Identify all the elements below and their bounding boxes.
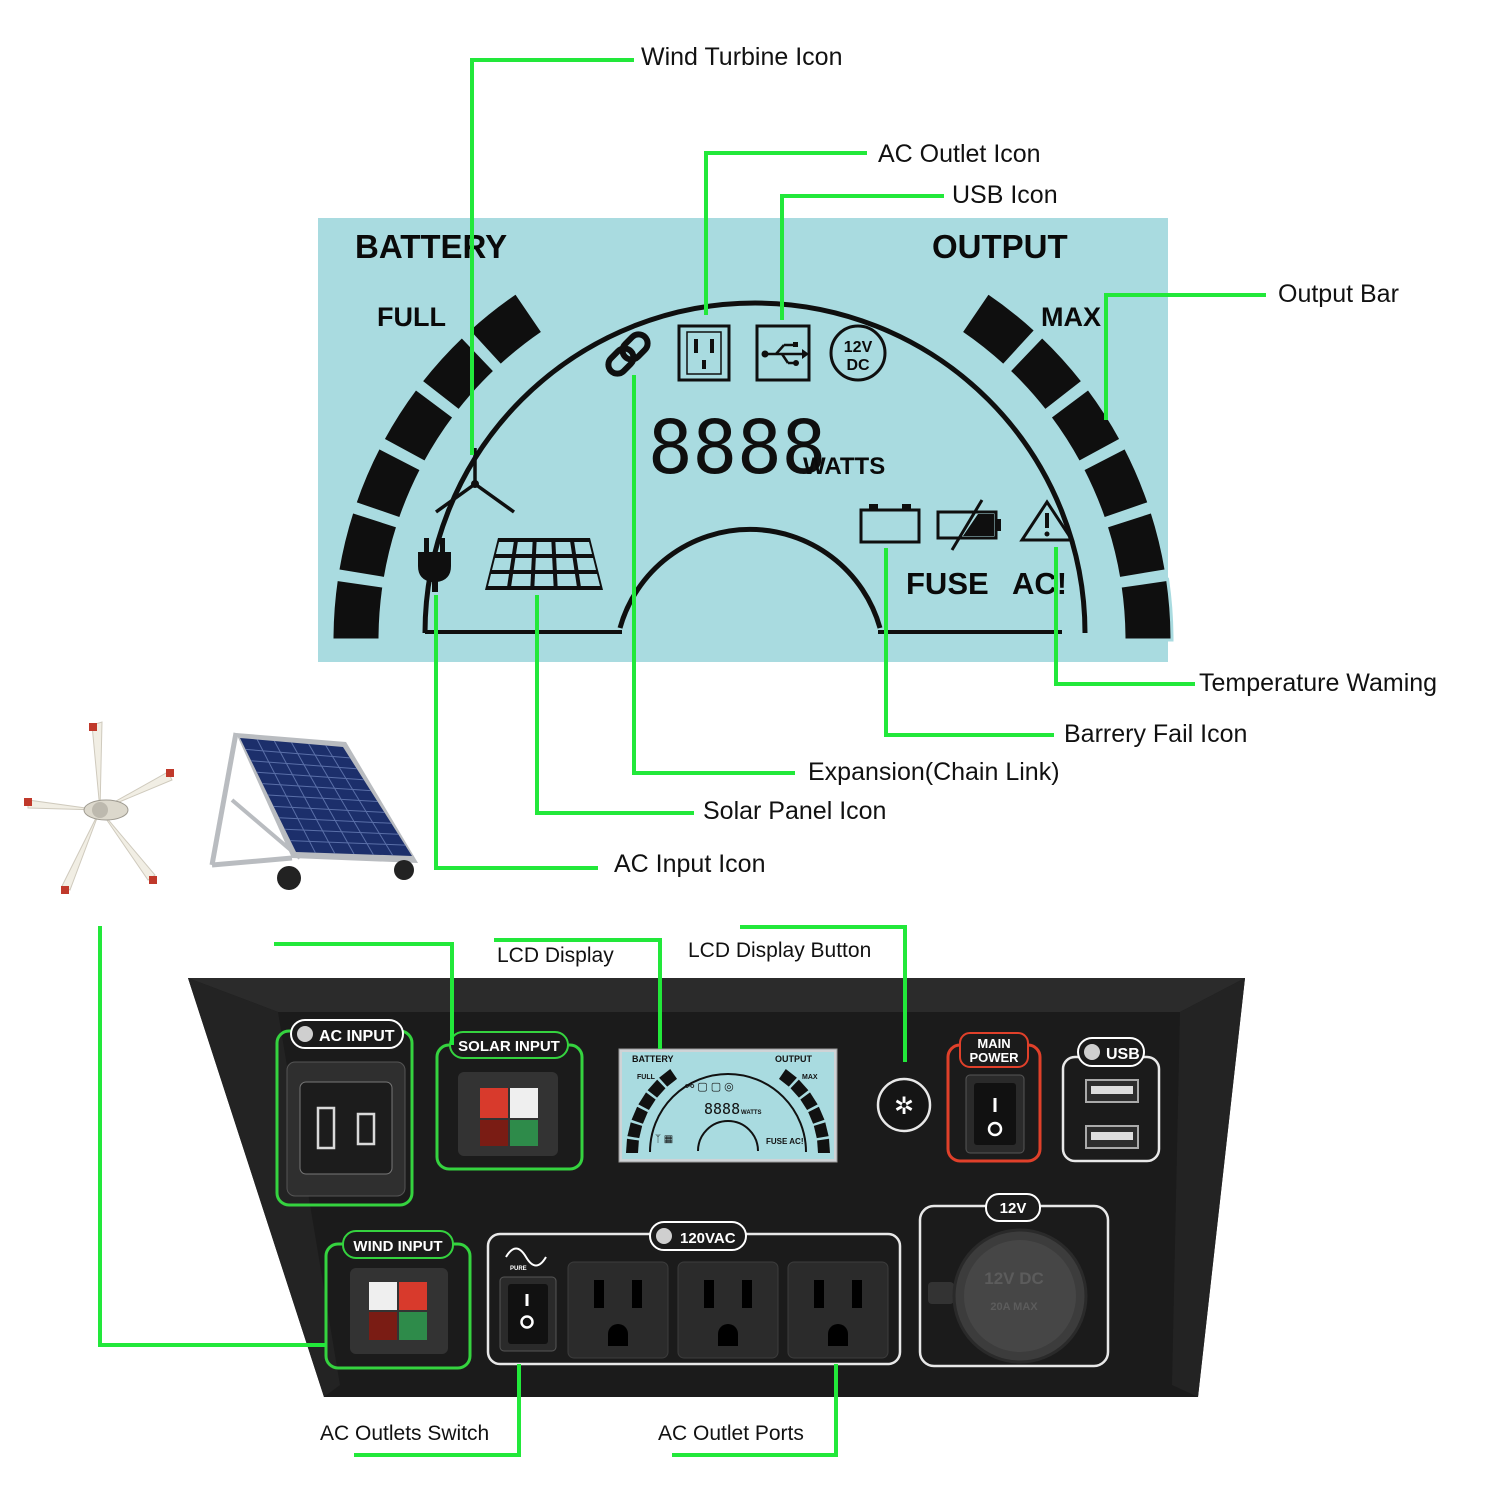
dc-output-icon: 12V DC xyxy=(829,324,887,382)
dc-cap-line2: 20A MAX xyxy=(990,1301,1038,1313)
mini-lcd-digits: 8888 xyxy=(704,1100,740,1118)
sine-wave-icon xyxy=(505,1247,547,1267)
battery-fail-icon xyxy=(859,504,921,544)
output-bar-segment xyxy=(1118,577,1174,642)
callout-ac-outlets-switch: AC Outlets Switch xyxy=(320,1422,490,1445)
lcd-output-label: OUTPUT xyxy=(932,228,1068,265)
sun-icon: ✲ xyxy=(894,1093,914,1120)
usb-label: USB xyxy=(1106,1046,1140,1063)
battery-bar-segment xyxy=(330,577,386,642)
battery-output-segments xyxy=(330,290,1174,642)
pure-label: PURE xyxy=(510,1266,527,1272)
lcd-fuse-label: FUSE xyxy=(906,566,989,601)
callout-usb-icon: USB Icon xyxy=(952,181,1058,209)
callout-lcd-display-button: LCD Display Button xyxy=(688,939,872,962)
ac-outlet-port[interactable] xyxy=(677,1261,779,1359)
ac-outlet-icon xyxy=(677,324,731,382)
callout-lcd-display: LCD Display xyxy=(497,944,614,967)
ac-input-label: AC INPUT xyxy=(319,1028,395,1045)
ac-plug-icon xyxy=(418,538,451,592)
mini-lcd-output: OUTPUT xyxy=(775,1054,813,1064)
callout-temperature-warning: Temperature Waming xyxy=(1199,669,1438,697)
output-bar-segment xyxy=(1006,334,1086,414)
wind-turbine-photo xyxy=(24,721,174,894)
lcd-max-label: MAX xyxy=(1041,302,1101,332)
output-bar-segment xyxy=(1104,509,1168,581)
mini-lcd-fuse: FUSE AC! xyxy=(766,1137,803,1146)
wind-turbine-icon xyxy=(434,448,516,514)
solar-panel-icon xyxy=(485,538,603,590)
callout-solar-panel-icon: Solar Panel Icon xyxy=(703,797,887,825)
lcd-battery-label: BATTERY xyxy=(355,228,507,265)
mini-lcd-watts: WATTS xyxy=(741,1110,762,1116)
output-bar-segment xyxy=(1080,445,1152,521)
callout-ac-outlet-icon: AC Outlet Icon xyxy=(878,140,1041,168)
output-bar-segment xyxy=(1047,386,1124,465)
dc-icon-top: 12V xyxy=(844,339,873,356)
callout-expansion-chain-link: Expansion(Chain Link) xyxy=(808,758,1060,786)
temperature-warning-icon xyxy=(1019,499,1075,542)
lcd-background xyxy=(318,218,1168,662)
battery-bar-segment xyxy=(380,386,457,465)
solar-input-label: SOLAR INPUT xyxy=(458,1038,560,1055)
callout-ac-outlet-ports: AC Outlet Ports xyxy=(658,1422,804,1445)
lcd-watts-label: WATTS xyxy=(803,453,885,480)
svg-text:ᛉ ▦: ᛉ ▦ xyxy=(655,1134,673,1145)
lcd-watts-digits: 8888 xyxy=(648,405,826,491)
callout-lines xyxy=(98,58,1266,1457)
chain-link-icon xyxy=(605,331,651,377)
battery-bar-segment xyxy=(352,445,424,521)
lcd-inner-arc xyxy=(617,526,883,629)
solar-panel-photo xyxy=(209,732,418,890)
callout-output-bar: Output Bar xyxy=(1278,280,1399,308)
svg-text:⚯ ▢ ▢ ◎: ⚯ ▢ ▢ ◎ xyxy=(685,1081,734,1093)
main-power-label-bottom: POWER xyxy=(969,1050,1019,1065)
callout-wind-turbine-icon: Wind Turbine Icon xyxy=(641,43,843,71)
battery-bar-segment xyxy=(466,290,545,368)
main-power-label-top: MAIN xyxy=(977,1036,1010,1051)
fuse-icon xyxy=(936,499,1001,551)
lcd-screen: BATTERY OUTPUT FULL MAX xyxy=(318,218,1174,662)
dc-cap-line1: 12V DC xyxy=(984,1269,1044,1288)
callout-battery-fail-icon: Barrery Fail Icon xyxy=(1064,720,1248,748)
lcd-display-button[interactable] xyxy=(876,1077,932,1133)
lcd-outer-arc xyxy=(422,300,1088,634)
battery-bar-segment xyxy=(418,334,498,414)
dc-icon-bottom: DC xyxy=(846,357,870,374)
output-bar-segment xyxy=(959,290,1038,368)
ac-outlet-port[interactable] xyxy=(567,1261,669,1359)
mini-lcd-battery: BATTERY xyxy=(632,1054,674,1064)
callout-ac-input-icon: AC Input Icon xyxy=(614,850,766,878)
control-panel: AC INPUT SOLAR INPUT BATTERY OUTPUT FULL… xyxy=(188,978,1245,1397)
dc-12v-label: 12V xyxy=(1000,1200,1027,1217)
wind-input-connector[interactable] xyxy=(350,1268,448,1354)
mini-lcd-full: FULL xyxy=(637,1074,656,1081)
lcd-ac-warning-label: AC! xyxy=(1012,566,1067,601)
mini-lcd-max: MAX xyxy=(802,1074,818,1081)
vac-label: 120VAC xyxy=(680,1230,736,1247)
usb-icon xyxy=(755,324,811,382)
lcd-full-label: FULL xyxy=(377,302,446,332)
wind-input-label: WIND INPUT xyxy=(353,1238,442,1255)
battery-bar-segment xyxy=(336,509,400,581)
ac-outlet-port[interactable] xyxy=(787,1261,889,1359)
